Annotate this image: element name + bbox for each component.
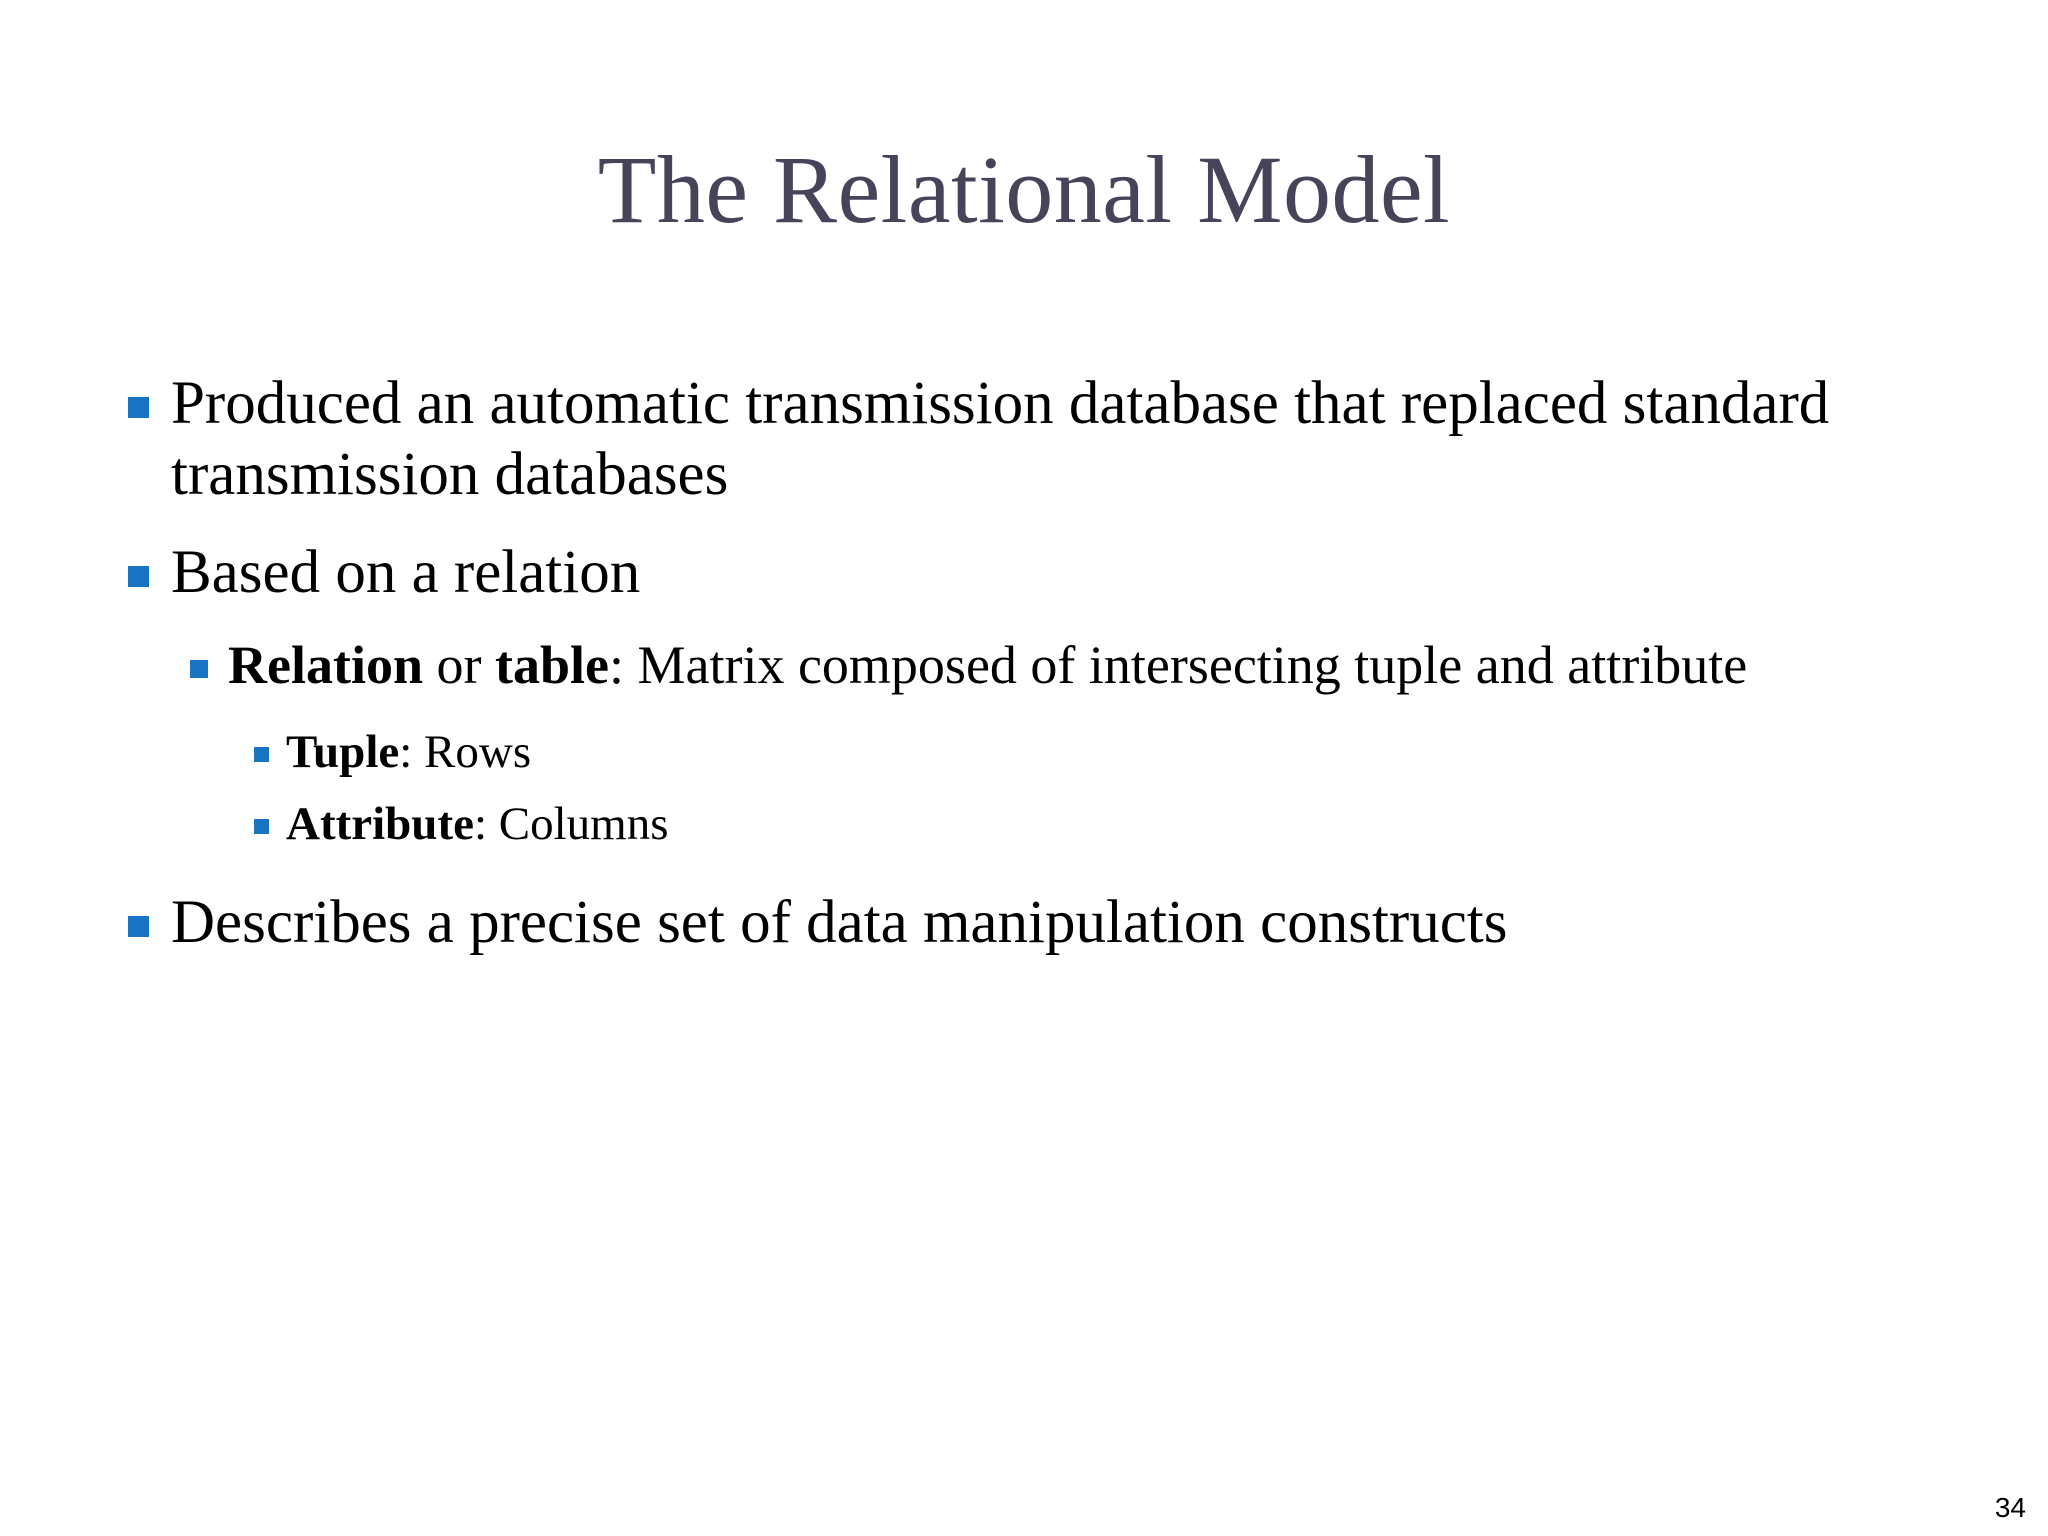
bullet-text: Tuple: Rows: [286, 724, 1928, 780]
bullet-rest-text: : Rows: [399, 725, 532, 778]
bullet-item-attribute-columns: Attribute: Columns: [128, 796, 1928, 852]
square-bullet-icon: [254, 819, 269, 835]
slide-body: Produced an automatic transmission datab…: [128, 368, 1928, 972]
bullet-bold-second: table: [494, 635, 609, 696]
square-bullet-icon: [128, 915, 149, 937]
bullet-text: Attribute: Columns: [286, 796, 1928, 852]
bullet-item-based-on-relation: Based on a relation: [128, 537, 1928, 608]
square-bullet-icon: [128, 565, 149, 587]
bullet-bold-lead: Relation: [228, 635, 423, 696]
bullet-item-relation-or-table: Relation or table: Matrix composed of in…: [128, 634, 1928, 698]
bullet-item-describes-constructs: Describes a precise set of data manipula…: [128, 887, 1928, 958]
bullet-text: Produced an automatic transmission datab…: [171, 370, 1830, 509]
bullet-bold-lead: Tuple: [286, 725, 400, 778]
bullet-mid-text: or: [423, 635, 495, 696]
bullet-text: Relation or table: Matrix composed of in…: [228, 634, 1828, 698]
square-bullet-icon: [128, 397, 149, 418]
bullet-rest-text: : Matrix composed of intersecting tuple …: [608, 635, 1748, 696]
bullet-item-produced: Produced an automatic transmission datab…: [128, 368, 1928, 511]
square-bullet-icon: [190, 660, 208, 679]
bullet-rest-text: : Columns: [473, 798, 669, 851]
page-number: 34: [1994, 1492, 2026, 1523]
bullet-text: Describes a precise set of data manipula…: [171, 888, 1508, 956]
page-title: The Relational Model: [597, 136, 1451, 243]
square-bullet-icon: [254, 746, 269, 762]
bullet-text: Based on a relation: [171, 538, 641, 606]
bullet-bold-lead: Attribute: [286, 798, 474, 851]
bullet-item-tuple-rows: Tuple: Rows: [128, 724, 1928, 780]
